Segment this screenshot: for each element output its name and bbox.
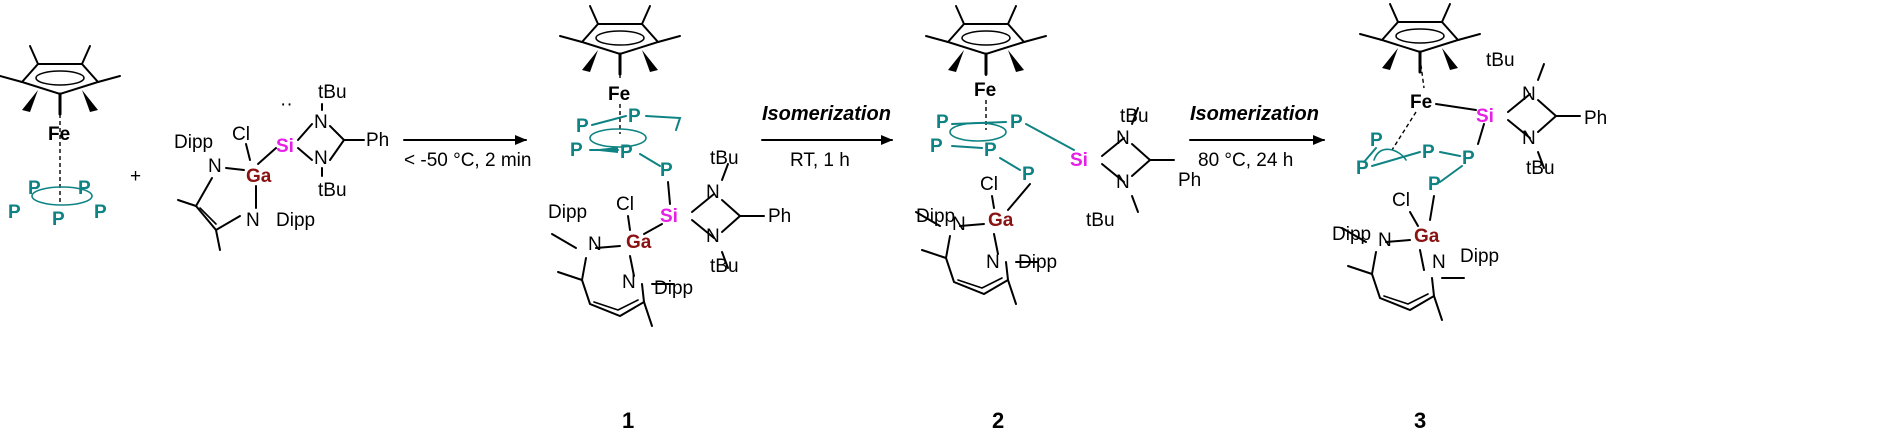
tbu-label: tBu xyxy=(1526,158,1555,179)
dipp-label: Dipp xyxy=(1332,224,1371,245)
p-atom: P xyxy=(930,136,943,157)
tbu-label: tBu xyxy=(710,148,739,169)
ga-atom: Ga xyxy=(988,210,1014,231)
n-atom: N xyxy=(952,214,966,235)
tbu-label: tBu xyxy=(710,256,739,277)
reaction-arrow-2: Isomerization RT, 1 h xyxy=(761,103,893,171)
compound-3: Fe P P P P P Si N N tBu tBu Ph Ga Cl N N… xyxy=(1332,2,1607,433)
lone-pair: ·· xyxy=(280,94,293,115)
n-atom: N xyxy=(588,234,602,255)
n-atom: N xyxy=(1378,230,1392,251)
p-atom: P xyxy=(28,178,41,199)
fe-label: Fe xyxy=(1410,92,1432,113)
p-atom: P xyxy=(1428,174,1441,195)
dipp-label: Dipp xyxy=(276,210,315,231)
cl-atom: Cl xyxy=(1392,190,1410,211)
n-atom: N xyxy=(706,182,720,203)
p-atom: P xyxy=(936,112,949,133)
cl-atom: Cl xyxy=(616,194,634,215)
p-atom: P xyxy=(984,140,997,161)
si-atom: Si xyxy=(660,206,678,227)
n-atom: N xyxy=(622,272,636,293)
p-atom: P xyxy=(576,116,589,137)
n-atom: N xyxy=(246,210,260,231)
n-atom: N xyxy=(1116,172,1130,193)
ph-label: Ph xyxy=(1178,170,1201,191)
reactant-fep5: Fe P P P P P xyxy=(0,44,122,230)
p-atom: P xyxy=(628,106,641,127)
compound-2: Fe P P P P P Si N N tBu tBu Ph Ga Cl N N… xyxy=(915,4,1201,433)
n-atom: N xyxy=(1522,128,1536,149)
p-atom: P xyxy=(1370,130,1383,151)
n-atom: N xyxy=(1432,252,1446,273)
reaction-arrow-1: < -50 °C, 2 min xyxy=(403,135,531,171)
p-atom: P xyxy=(1010,112,1023,133)
p-atom: P xyxy=(1462,148,1475,169)
compound-2-label: 2 xyxy=(992,408,1004,433)
dipp-label: Dipp xyxy=(1018,252,1057,273)
n-atom: N xyxy=(1522,84,1536,105)
si-atom: Si xyxy=(1070,150,1088,171)
dipp-label: Dipp xyxy=(654,278,693,299)
arrow-1-condition: < -50 °C, 2 min xyxy=(404,150,531,171)
n-atom: N xyxy=(208,156,222,177)
ga-atom: Ga xyxy=(246,166,272,187)
dipp-label: Dipp xyxy=(174,132,213,153)
dipp-label: Dipp xyxy=(548,202,587,223)
p-atom: P xyxy=(570,140,583,161)
dipp-label: Dipp xyxy=(1460,246,1499,267)
arrow-2-label: Isomerization xyxy=(762,103,891,125)
tbu-label: tBu xyxy=(1086,210,1115,231)
p-atom: P xyxy=(1356,158,1369,179)
compound-3-label: 3 xyxy=(1414,408,1426,433)
arrow-3-condition: 80 °C, 24 h xyxy=(1198,150,1293,171)
n-atom: N xyxy=(1116,128,1130,149)
p-atom: P xyxy=(94,202,107,223)
ph-label: Ph xyxy=(768,206,791,227)
p-atom: P xyxy=(1022,164,1035,185)
fe-label: Fe xyxy=(974,80,996,101)
dipp-label: Dipp xyxy=(916,206,955,227)
n-atom: N xyxy=(706,226,720,247)
n-atom: N xyxy=(314,112,328,133)
fe-label: Fe xyxy=(608,84,630,105)
tbu-label: tBu xyxy=(318,82,347,103)
p-atom: P xyxy=(620,142,633,163)
p-atom: P xyxy=(660,160,673,181)
tbu-label: tBu xyxy=(318,180,347,201)
ph-label: Ph xyxy=(366,130,389,151)
n-atom: N xyxy=(314,148,328,169)
p-atom: P xyxy=(1422,142,1435,163)
ga-atom: Ga xyxy=(626,232,652,253)
n-atom: N xyxy=(986,252,1000,273)
si-atom: Si xyxy=(1476,106,1494,127)
reactant-gasi: Ga Si ·· Cl N N Dipp Dipp N N tBu tBu Ph xyxy=(174,82,389,251)
tbu-label: tBu xyxy=(1120,106,1149,127)
fe-label: Fe xyxy=(48,124,70,145)
p-atom: P xyxy=(8,202,21,223)
tbu-label: tBu xyxy=(1486,50,1515,71)
cl-atom: Cl xyxy=(980,174,998,195)
arrow-2-condition: RT, 1 h xyxy=(790,150,850,171)
ga-atom: Ga xyxy=(1414,226,1440,247)
p-atom: P xyxy=(78,178,91,199)
compound-1: Fe P P P P P Si N N tBu tBu Ph Ga Cl N N… xyxy=(548,4,791,433)
compound-1-label: 1 xyxy=(622,408,634,433)
reaction-arrow-3: Isomerization 80 °C, 24 h xyxy=(1189,103,1325,171)
arrow-3-label: Isomerization xyxy=(1190,103,1319,125)
p-atom: P xyxy=(52,209,65,230)
si-atom: Si xyxy=(276,136,294,157)
cl-atom: Cl xyxy=(232,124,250,145)
ph-label: Ph xyxy=(1584,108,1607,129)
plus-sign: + xyxy=(130,166,141,187)
